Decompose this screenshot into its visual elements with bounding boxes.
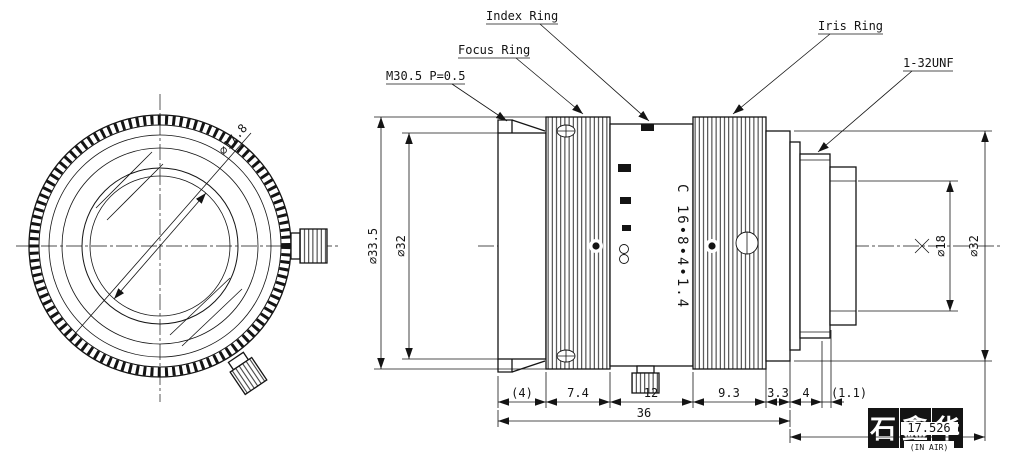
dim-ffd-note: (IN AIR) (910, 443, 949, 452)
logo-char: 石 (869, 415, 896, 445)
rear-tube (829, 166, 857, 326)
label-iris-ring: Iris Ring (818, 19, 883, 33)
aperture-mark (622, 225, 631, 231)
side-view: C 16•8•4•1.4 (478, 116, 1002, 394)
bezel-circle-2 (61, 147, 259, 345)
glass-clear-aperture-circle (89, 175, 231, 317)
rear-mount-section (765, 130, 857, 362)
dia-17-8-arrow (159, 192, 207, 247)
knurl-band (29, 115, 291, 377)
front-thumbscrew-bottom[interactable] (225, 350, 268, 396)
glass-reflection-line (181, 288, 243, 347)
glass-reflection-line (169, 277, 231, 336)
dia-32-right-label: ⌀32 (967, 235, 981, 257)
focus-index-dot (592, 242, 600, 250)
c-mount-thread (799, 153, 831, 339)
top-index-mark (641, 124, 654, 131)
glass-reflection-line (95, 151, 153, 209)
dia-17-8-arrow (113, 245, 161, 300)
image-plane-mark (914, 238, 930, 254)
dimension-layer: ⌀33.5 ⌀32 ⌀18 ⌀32 (366, 116, 992, 452)
annotation-labels: M30.5 P=0.5 Focus Ring Index Ring Iris R… (386, 9, 954, 153)
iris-ring-section[interactable] (692, 116, 767, 370)
front-thumbscrew-right[interactable] (290, 228, 328, 264)
dim-chain-1: 7.4 (567, 386, 589, 400)
front-barrel-section (497, 119, 547, 373)
aperture-scale-text: C 16•8•4•1.4 (674, 184, 690, 309)
dim-chain-6: (1.1) (831, 386, 867, 400)
front-view: ⌀17.8 (16, 94, 338, 402)
rim-inner-circle (38, 124, 282, 368)
scale-detail-circle (619, 254, 629, 264)
dia-33-5-label: ⌀33.5 (366, 228, 380, 264)
lock-thumbscrew[interactable] (631, 365, 660, 394)
label-index-ring: Index Ring (486, 9, 558, 23)
aperture-mark (620, 197, 631, 204)
index-ring-section: C 16•8•4•1.4 (609, 123, 694, 394)
focus-ring-section[interactable] (545, 116, 611, 370)
label-focus-ring: Focus Ring (458, 43, 530, 57)
dia-18-label: ⌀18 (934, 235, 948, 257)
glass-reflection-line (106, 163, 164, 221)
label-m-thread: M30.5 P=0.5 (386, 69, 465, 83)
dim-overall: 36 (637, 406, 651, 420)
label-unf-thread: 1-32UNF (903, 56, 954, 70)
dim-chain-3: 9.3 (718, 386, 740, 400)
aperture-mark (618, 164, 631, 172)
dim-chain-4: 3.3 (767, 386, 789, 400)
dia-17-8-line (72, 132, 252, 337)
bezel-circle-1 (48, 134, 272, 358)
scale-detail-circle (619, 244, 629, 254)
dim-ffd: 17.526 (907, 421, 950, 435)
iris-index-dot (708, 242, 716, 250)
dia-32-left-label: ⌀32 (394, 235, 408, 257)
dim-chain-2: 12 (644, 386, 658, 400)
dim-chain-0: (4) (511, 386, 533, 400)
dim-chain-5: 4 (802, 386, 809, 400)
glass-edge-circle (81, 167, 239, 325)
